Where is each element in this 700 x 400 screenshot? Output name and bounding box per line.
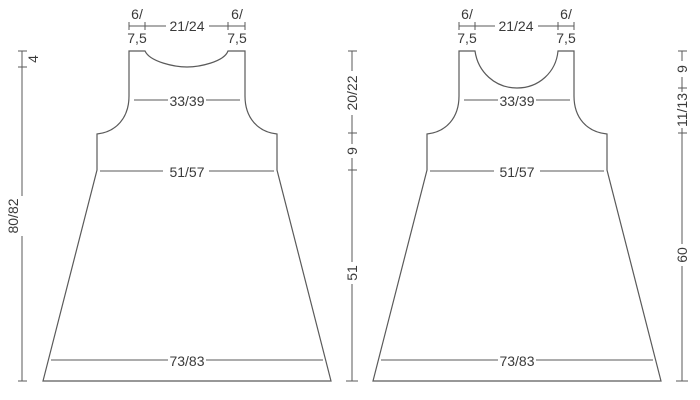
front-waist-width-label: 51/57 <box>499 164 534 180</box>
front-hem-dimension: 73/83 <box>381 352 653 369</box>
back-chest-width-label: 33/39 <box>169 93 204 109</box>
back-waist-dimension: 51/57 <box>100 163 274 180</box>
right-scale-neck-depth-label: 9 <box>674 65 690 73</box>
middle-vertical-scale: 20/22 9 51 <box>343 50 361 382</box>
middle-scale-skirt-label: 51 <box>344 265 360 281</box>
back-hem-dimension: 73/83 <box>51 352 323 369</box>
back-neck-width-label: 21/24 <box>169 18 204 34</box>
right-scale-armhole-label: 11/13 <box>674 93 690 127</box>
front-shoulder-left-top-label: 6/ <box>461 6 473 22</box>
middle-scale-yoke-label: 9 <box>344 147 360 155</box>
back-shoulder-left-top-label: 6/ <box>131 6 143 22</box>
back-piece: 21/24 6/ 7,5 6/ 7,5 33/39 51/57 73/83 <box>42 6 332 382</box>
front-chest-dimension: 33/39 <box>464 92 570 109</box>
right-scale-skirt-label: 60 <box>674 247 690 263</box>
front-waist-dimension: 51/57 <box>430 163 604 180</box>
front-shoulder-left-bottom-label: 7,5 <box>457 30 477 46</box>
front-piece-outline <box>372 50 662 382</box>
front-shoulder-right-bottom-label: 7,5 <box>556 30 576 46</box>
back-shoulder-right-top-label: 6/ <box>231 6 243 22</box>
front-piece: 21/24 6/ 7,5 6/ 7,5 33/39 51/57 73/83 <box>372 6 662 382</box>
left-vertical-scale: 4 80/82 <box>5 50 41 382</box>
back-hem-width-label: 73/83 <box>169 353 204 369</box>
back-waist-width-label: 51/57 <box>169 164 204 180</box>
right-vertical-scale: 9 11/13 60 <box>673 50 691 382</box>
back-chest-dimension: 33/39 <box>134 92 240 109</box>
back-piece-outline <box>42 50 332 382</box>
back-top-dimension: 21/24 6/ 7,5 6/ 7,5 <box>127 6 247 46</box>
front-chest-width-label: 33/39 <box>499 93 534 109</box>
front-shoulder-right-top-label: 6/ <box>560 6 572 22</box>
front-hem-width-label: 73/83 <box>499 353 534 369</box>
middle-scale-armhole-label: 20/22 <box>344 75 360 110</box>
left-scale-neck-depth-label: 4 <box>25 55 41 63</box>
front-neck-width-label: 21/24 <box>498 18 533 34</box>
back-shoulder-left-bottom-label: 7,5 <box>127 30 147 46</box>
left-scale-total-length-label: 80/82 <box>5 198 21 233</box>
back-shoulder-right-bottom-label: 7,5 <box>227 30 247 46</box>
front-top-dimension: 21/24 6/ 7,5 6/ 7,5 <box>457 6 576 46</box>
